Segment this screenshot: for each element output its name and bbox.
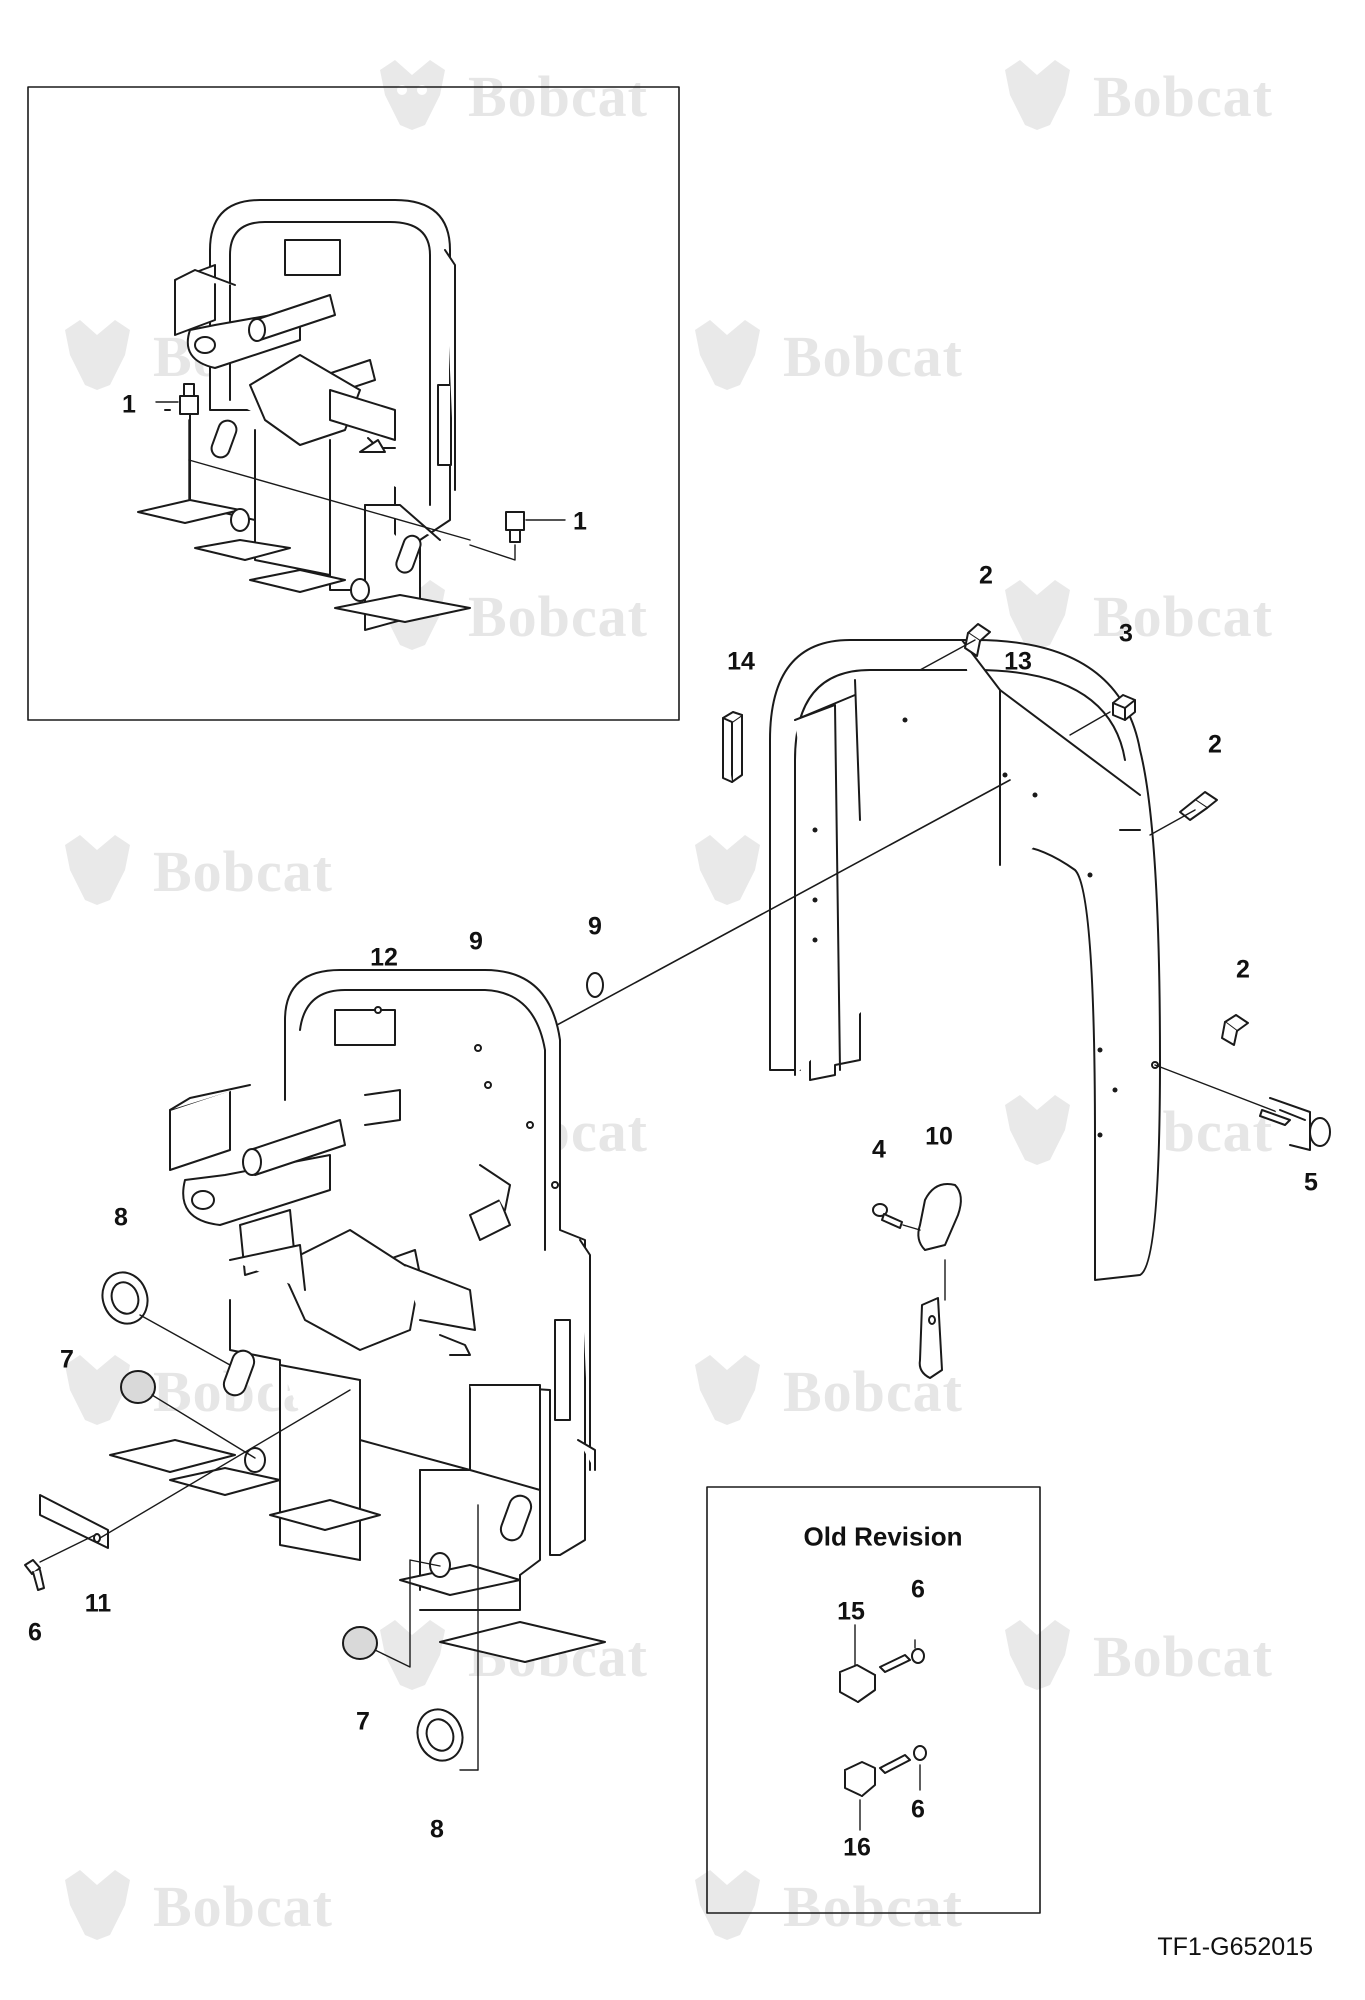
bobcat-head-logo-icon <box>1005 1620 1070 1690</box>
inset-frame <box>27 86 680 721</box>
watermark: Bobcat <box>370 575 700 655</box>
nut-3 <box>1112 694 1136 721</box>
rops-arch-13 <box>769 639 1161 1281</box>
callout-main-frame-12: 12 <box>370 943 398 972</box>
callout-bracket-16: 16 <box>843 1833 871 1862</box>
watermark-text: Bobcat <box>153 1874 333 1939</box>
bobcat-head-logo-icon <box>65 1870 130 1940</box>
main-frame-12 <box>109 969 606 1663</box>
old-revision-frame <box>706 1486 1041 1914</box>
watermark-text: Bobcat <box>783 1874 963 1939</box>
callout-screw-6-upper: 6 <box>911 1575 925 1604</box>
bobcat-head-logo-icon <box>1005 1095 1070 1165</box>
callout-pin-14: 14 <box>727 647 755 676</box>
watermark: Bobcat <box>685 1350 1015 1430</box>
knob-10 <box>917 1183 962 1379</box>
through-shaft <box>482 779 1011 1066</box>
callout-quick-pin-5: 5 <box>1304 1168 1318 1197</box>
callout-cap-7-lower: 7 <box>356 1707 370 1736</box>
callout-cap-7-upper: 7 <box>60 1345 74 1374</box>
bobcat-head-logo-icon <box>380 1620 445 1690</box>
callout-washer-9-left: 9 <box>469 927 483 956</box>
bobcat-head-logo-icon <box>695 1870 760 1940</box>
callout-bolt-2-middle: 2 <box>1208 730 1222 759</box>
watermark: Bobcat <box>55 830 385 910</box>
screw-6-main <box>24 1559 45 1591</box>
callout-bolt-2-top: 2 <box>979 561 993 590</box>
callout-nut-3: 3 <box>1119 619 1133 648</box>
old-revision-title: Old Revision <box>803 1521 963 1552</box>
watermark-text: Bobcat <box>783 324 963 389</box>
bobcat-head-logo-icon <box>65 1355 130 1425</box>
watermark-text: Bobcat <box>1093 1624 1273 1689</box>
quick-pin-5 <box>1154 1064 1331 1151</box>
inset-frame-assembly <box>137 199 471 631</box>
drawing-id: TF1-G652015 <box>1157 1933 1313 1961</box>
bobcat-head-logo-icon <box>1005 60 1070 130</box>
grommet-8-lower <box>416 1708 464 1762</box>
screw-6-upper <box>879 1648 925 1673</box>
watermark: Bobcat <box>995 55 1325 135</box>
callout-screw-6-lower: 6 <box>911 1795 925 1824</box>
watermark: Bobcat <box>995 1615 1325 1695</box>
watermark: Bobcat <box>685 315 1015 395</box>
watermark: Bobcat <box>685 1865 1015 1945</box>
callout-screw-4: 4 <box>872 1135 886 1164</box>
callout-bolt-1-left: 1 <box>122 390 136 419</box>
watermark: Bobcat <box>55 1865 385 1945</box>
plate-11 <box>39 1494 109 1549</box>
callout-screw-6: 6 <box>28 1618 42 1647</box>
bobcat-head-logo-icon <box>65 320 130 390</box>
callout-bracket-15: 15 <box>837 1597 865 1626</box>
watermark-text: Bobcat <box>468 64 648 129</box>
callout-plate-11: 11 <box>84 1589 112 1618</box>
watermark: Bobcat <box>995 575 1325 655</box>
callout-rops-arch-13: 13 <box>1004 647 1032 676</box>
washer-9-right <box>586 972 604 998</box>
pin-14 <box>722 711 743 783</box>
callout-washer-9-right: 9 <box>588 912 602 941</box>
screw-6-lower <box>879 1745 927 1774</box>
callout-grommet-8-lower: 8 <box>430 1815 444 1844</box>
screw-4 <box>872 1203 903 1229</box>
bracket-16 <box>844 1761 876 1797</box>
bolt-2-lower <box>1221 1014 1249 1046</box>
watermark-text: Bobcat <box>468 584 648 649</box>
inset-bolt-left <box>164 383 199 415</box>
inset-bolt-right <box>505 511 525 543</box>
watermark-text: Bobcat <box>1093 64 1273 129</box>
bolt-2-top <box>964 623 991 657</box>
bobcat-head-logo-icon <box>65 835 130 905</box>
callout-knob-10: 10 <box>925 1122 953 1151</box>
watermark-text: Bobcat <box>153 839 333 904</box>
cap-7-lower <box>342 1626 378 1660</box>
bobcat-head-logo-icon <box>1005 580 1070 650</box>
callout-grommet-8-upper: 8 <box>114 1203 128 1232</box>
bobcat-head-logo-icon <box>695 320 760 390</box>
callout-bolt-1-right: 1 <box>573 507 587 536</box>
grommet-8-upper <box>101 1271 149 1325</box>
watermark-text: Bobcat <box>1093 584 1273 649</box>
callout-bolt-2-lower: 2 <box>1236 955 1250 984</box>
watermark: Bobcat <box>370 55 700 135</box>
bobcat-head-logo-icon <box>695 835 760 905</box>
cap-7-upper <box>120 1370 156 1404</box>
bobcat-head-logo-icon <box>695 1355 760 1425</box>
bracket-15 <box>839 1664 876 1703</box>
